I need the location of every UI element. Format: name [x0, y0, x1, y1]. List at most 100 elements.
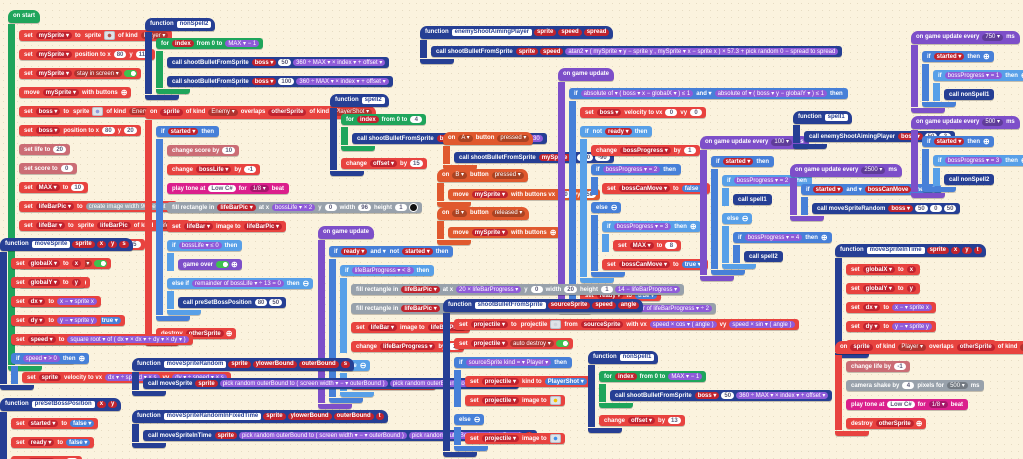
block-foot[interactable] [711, 269, 745, 275]
param-pill[interactable]: x [96, 400, 107, 408]
block-row[interactable]: on start [8, 9, 41, 23]
param-pill[interactable]: sprite [72, 240, 95, 248]
variable-pill[interactable]: sprite [214, 432, 237, 439]
math-expression[interactable]: sourceSprite kind = ▾ Player ▾ [465, 359, 552, 366]
variable-pill[interactable]: globalY ▾ [862, 285, 895, 292]
block-row[interactable]: call nonSpell1 [944, 89, 995, 100]
math-expression[interactable]: bossProgress ▾ = 1 [944, 72, 1003, 79]
value-field[interactable]: 100 [278, 78, 295, 85]
variable-pill[interactable]: ready ▾ [596, 292, 624, 299]
variable-pill[interactable]: y [71, 279, 81, 286]
block-foot[interactable] [0, 384, 34, 390]
param-pill[interactable]: speed [558, 28, 582, 36]
color-swatch[interactable] [408, 203, 418, 212]
dropdown[interactable]: Player ▾ [140, 32, 169, 39]
value-field[interactable]: 13 [668, 417, 681, 424]
dropdown[interactable]: Enemy ▾ [208, 108, 238, 116]
collapse-icon[interactable]: ⊖ [473, 414, 481, 424]
value-field[interactable]: 0 [690, 109, 703, 116]
block-foot[interactable] [790, 215, 824, 221]
param-pill[interactable]: y [108, 240, 118, 248]
value-field[interactable]: 20 [564, 286, 577, 293]
sprite-image-chip[interactable] [549, 396, 561, 405]
block-foot[interactable] [318, 403, 352, 409]
variable-pill[interactable]: speed [540, 48, 564, 55]
math-expression[interactable]: bossProgress ▾ = 3 [944, 157, 1003, 164]
dropdown[interactable]: 1/8 ▾ [928, 401, 948, 408]
block-foot[interactable] [156, 315, 190, 321]
value-field[interactable]: 1 [600, 286, 613, 293]
block-foot[interactable] [132, 390, 166, 396]
variable-pill[interactable]: boss ▾ [888, 205, 914, 212]
variable-pill[interactable]: sourceSprite [580, 321, 624, 328]
dropdown[interactable]: 1/8 ▾ [249, 185, 269, 192]
param-pill[interactable]: t [973, 246, 982, 254]
variable-pill[interactable]: globalY ▾ [27, 279, 60, 286]
variable-pill[interactable]: otherSprite [875, 420, 914, 427]
function-name-field[interactable]: spell1 [824, 113, 848, 121]
variable-pill[interactable]: lifeBar ▾ [367, 324, 398, 331]
image-create-block[interactable]: create image width 96 height 1 [85, 203, 174, 210]
math-expression[interactable]: absolute of ▾ ( boss ▾ x − globalX ▾ ) ≤… [580, 90, 694, 97]
variable-pill[interactable]: bossProgress ▾ [620, 147, 671, 154]
variable-pill[interactable]: projectile ▾ [481, 378, 520, 385]
function-name-field[interactable]: shootBulletFromSprite [474, 301, 546, 309]
value-field[interactable]: -90 [595, 154, 610, 161]
math-expression[interactable]: 360 ÷ MAX ▾ × index ▾ + offset ▾ [736, 392, 829, 399]
value-field[interactable]: Low C# [208, 185, 236, 192]
value-field[interactable]: 80 [102, 127, 115, 134]
variable-pill[interactable]: mySprite ▾ [471, 229, 509, 236]
value-field[interactable]: 1 [394, 204, 407, 211]
function-name-field[interactable]: moveSpriteRandom [163, 360, 227, 368]
value-field[interactable]: 15 [410, 160, 423, 167]
dropdown[interactable]: Player ▾ [898, 343, 927, 351]
variable-pill[interactable]: ready ▾ [605, 128, 632, 135]
sprite-image-chip[interactable] [92, 107, 104, 116]
variable-pill[interactable]: lifeBarPic ▾ [217, 204, 256, 211]
sprite-image-chip[interactable] [550, 320, 562, 329]
sprite-image-chip[interactable] [549, 434, 561, 443]
variable-pill[interactable]: offset ▾ [370, 160, 398, 167]
toggle-on-icon[interactable] [216, 261, 230, 268]
value-field[interactable]: 0 [929, 205, 942, 212]
value-field[interactable]: -1 [244, 166, 257, 173]
math-expression[interactable]: 360 ÷ MAX ▾ × index ▾ + offset ▾ [293, 59, 386, 66]
variable-pill[interactable]: started ▾ [167, 128, 199, 135]
math-expression[interactable]: remainder of lifeBarProgress ▾ ÷ 2 [614, 305, 712, 312]
value-field[interactable]: 20 [124, 127, 137, 134]
